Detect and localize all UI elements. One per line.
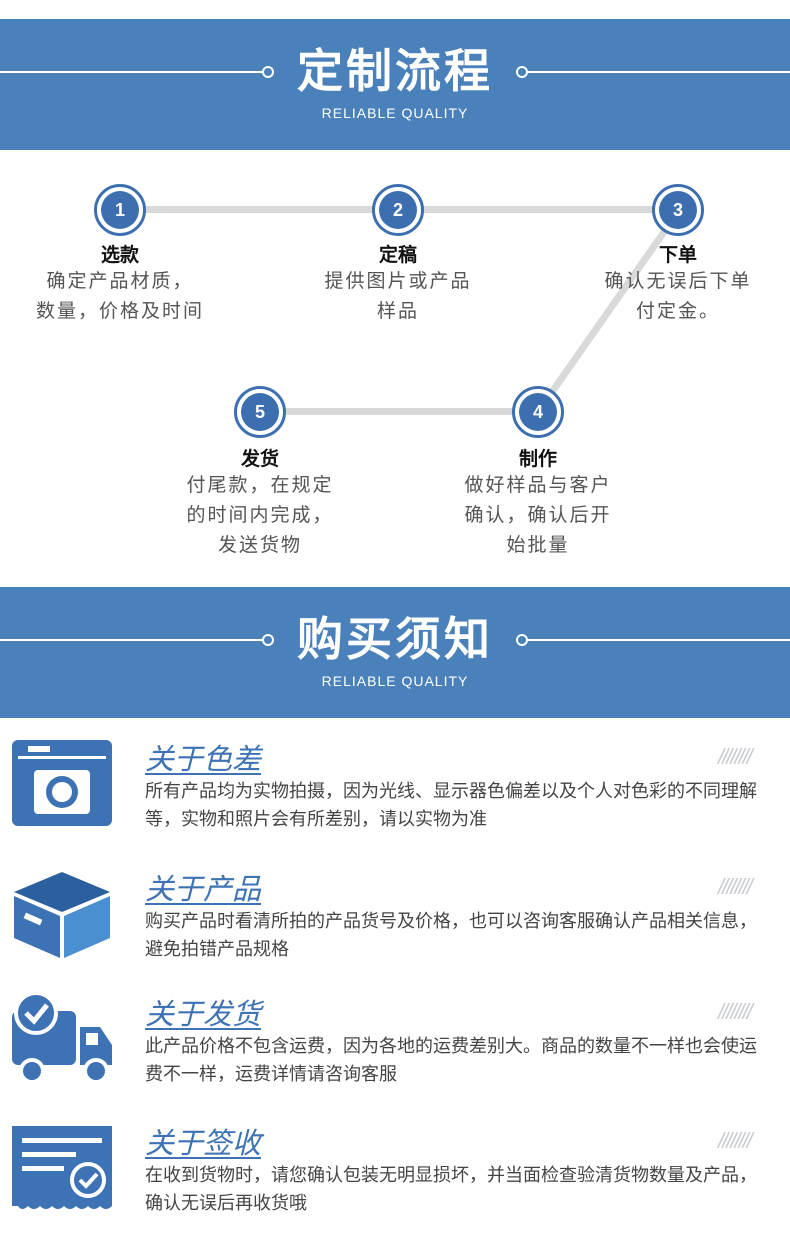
step-3-number: 3 (659, 191, 697, 229)
step-2-desc-line: 样品 (376, 300, 419, 322)
banner-left-line (0, 71, 262, 73)
slash-decoration: //////// (718, 999, 753, 1024)
step-5-desc-line: 的时间内完成， (186, 504, 334, 526)
banner-right-dot (516, 66, 528, 78)
notice-title-text: 关于发货 (145, 997, 262, 1031)
step-4-desc-line: 始批量 (506, 534, 570, 556)
connector-diagonal (535, 209, 681, 415)
step-2-circle: 2 (372, 184, 424, 236)
step-2-desc-line: 提供图片或产品 (324, 270, 472, 292)
box-icon (14, 872, 110, 958)
step-2-desc: 提供图片或产品 样品 (283, 266, 513, 326)
banner-left-line (0, 639, 262, 641)
camera-icon (12, 740, 112, 826)
process-title: 定制流程 (297, 44, 493, 98)
step-5-name: 发货 (240, 448, 279, 470)
step-3-name: 下单 (658, 244, 697, 266)
notice-product: 关于产品 //////// 购买产品时看清所拍的产品货号及价格，也可以咨询客服确… (0, 866, 790, 976)
notice-signing: 关于签收 //////// 在收到货物时，请您确认包装无明显损坏，并当面检查验清… (0, 1120, 790, 1230)
step-3-desc-line: 付定金。 (635, 300, 720, 322)
notice-banner: 购买须知 RELIABLE QUALITY (0, 587, 790, 718)
banner-right-dot (516, 634, 528, 646)
notice-body-text: 所有产品均为实物拍摄，因为光线、显示器色偏差以及个人对色彩的不同理解等，实物和照… (145, 781, 757, 830)
slash-decoration: //////// (718, 874, 753, 899)
step-1-desc-line: 数量，价格及时间 (35, 300, 204, 322)
notice-body-text: 此产品价格不包含运费，因为各地的运费差别大。商品的数量不一样也会使运费不一样，运… (145, 1036, 757, 1085)
notice-title-text: 关于产品 (145, 872, 262, 906)
process-banner: 定制流程 RELIABLE QUALITY (0, 19, 790, 150)
connector-bottom (262, 408, 538, 415)
step-5-circle: 5 (234, 386, 286, 438)
step-1-name: 选款 (100, 244, 139, 266)
banner-right-line (528, 71, 790, 73)
step-4-desc-line: 确认，确认后开 (464, 504, 612, 526)
notice-title: 购买须知 (297, 612, 493, 666)
banner-left-dot (262, 634, 274, 646)
notice-body-text: 在收到货物时，请您确认包装无明显损坏，并当面检查验清货物数量及产品，确认无误后再… (145, 1165, 757, 1214)
step-5-number: 5 (241, 393, 279, 431)
receipt-icon (12, 1126, 112, 1209)
step-4-desc: 做好样品与客户 确认，确认后开 始批量 (423, 470, 653, 560)
slash-decoration: //////// (718, 1128, 753, 1153)
step-3-desc-line: 确认无误后下单 (604, 270, 752, 292)
step-4-desc-line: 做好样品与客户 (464, 474, 612, 496)
step-1-circle: 1 (94, 184, 146, 236)
step-5-desc-line: 发送货物 (217, 534, 302, 556)
truck-icon (12, 991, 112, 1084)
notice-subtitle: RELIABLE QUALITY (321, 673, 469, 689)
step-3-circle: 3 (652, 184, 704, 236)
step-1-number: 1 (101, 191, 139, 229)
step-4-name: 制作 (518, 448, 557, 470)
notice-title-text: 关于色差 (145, 742, 262, 776)
process-subtitle: RELIABLE QUALITY (321, 105, 469, 121)
notice-body-text: 购买产品时看清所拍的产品货号及价格，也可以咨询客服确认产品相关信息，避免拍错产品… (145, 911, 757, 960)
slash-decoration: //////// (718, 744, 753, 769)
step-3-desc: 确认无误后下单 付定金。 (563, 266, 790, 326)
step-5-desc-line: 付尾款，在规定 (186, 474, 334, 496)
step-2-number: 2 (379, 191, 417, 229)
banner-left-dot (262, 66, 274, 78)
step-1-desc-line: 确定产品材质， (46, 270, 194, 292)
step-2-name: 定稿 (378, 244, 417, 266)
step-4-circle: 4 (512, 386, 564, 438)
notice-shipping: 关于发货 //////// 此产品价格不包含运费，因为各地的运费差别大。商品的数… (0, 991, 790, 1101)
step-5-desc: 付尾款，在规定 的时间内完成， 发送货物 (145, 470, 375, 560)
notice-title-text: 关于签收 (145, 1126, 262, 1160)
step-1-desc: 确定产品材质， 数量，价格及时间 (5, 266, 235, 326)
banner-right-line (528, 639, 790, 641)
notice-color-difference: 关于色差 //////// 所有产品均为实物拍摄，因为光线、显示器色偏差以及个人… (0, 736, 790, 846)
step-4-number: 4 (519, 393, 557, 431)
